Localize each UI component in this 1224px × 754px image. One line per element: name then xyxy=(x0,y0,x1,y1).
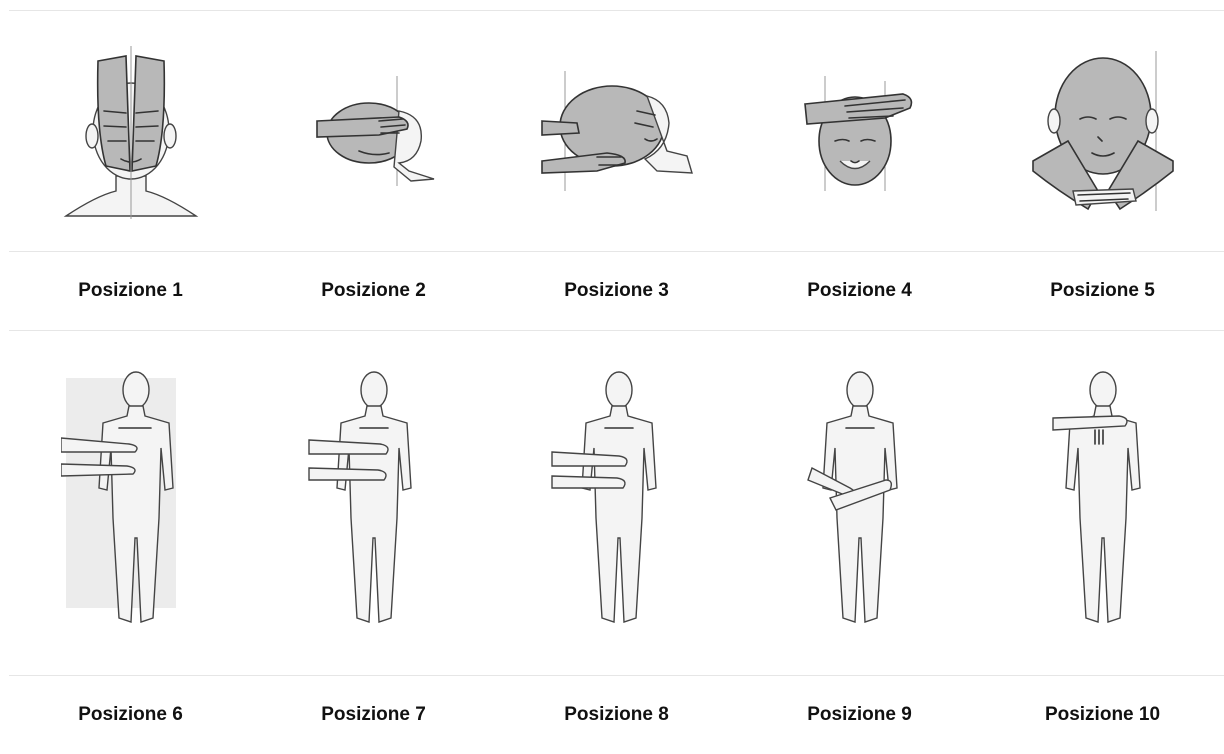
position-6-illustration xyxy=(9,331,252,675)
hands-under-head-icon xyxy=(537,61,697,201)
hands-on-throat-icon xyxy=(1028,41,1178,221)
body-positions-labels: Posizione 6 Posizione 7 Posizione 8 Posi… xyxy=(9,675,1224,754)
hands-side-head-icon xyxy=(299,71,449,191)
position-label: Posizione 6 xyxy=(9,704,252,726)
position-label: Posizione 7 xyxy=(252,704,495,726)
hands-over-face-icon xyxy=(56,41,206,221)
position-3-illustration xyxy=(495,11,738,251)
position-10-illustration xyxy=(981,331,1224,675)
position-1-illustration xyxy=(9,11,252,251)
hands-on-lower-abdomen-icon xyxy=(547,368,687,638)
position-label: Posizione 4 xyxy=(738,280,981,302)
position-label: Posizione 8 xyxy=(495,704,738,726)
position-label: Posizione 9 xyxy=(738,704,981,726)
position-7-illustration xyxy=(252,331,495,675)
position-label: Posizione 3 xyxy=(495,280,738,302)
hands-on-upper-chest-icon xyxy=(1033,368,1173,638)
position-4-illustration xyxy=(738,11,981,251)
position-label: Posizione 2 xyxy=(252,280,495,302)
position-2-illustration xyxy=(252,11,495,251)
hands-on-upper-abdomen-icon xyxy=(61,368,201,638)
position-label: Posizione 10 xyxy=(981,704,1224,726)
hands-on-chest-abdomen-icon xyxy=(304,368,444,638)
position-5-illustration xyxy=(981,11,1224,251)
head-positions-labels: Posizione 1 Posizione 2 Posizione 3 Posi… xyxy=(9,251,1224,330)
hands-on-pelvis-icon xyxy=(790,368,930,638)
positions-grid: Posizione 1 Posizione 2 Posizione 3 Posi… xyxy=(9,10,1224,754)
head-positions-row xyxy=(9,10,1224,251)
hands-on-forehead-icon xyxy=(785,66,935,196)
body-positions-row xyxy=(9,330,1224,675)
position-label: Posizione 5 xyxy=(981,280,1224,302)
position-9-illustration xyxy=(738,331,981,675)
position-8-illustration xyxy=(495,331,738,675)
position-label: Posizione 1 xyxy=(9,280,252,302)
